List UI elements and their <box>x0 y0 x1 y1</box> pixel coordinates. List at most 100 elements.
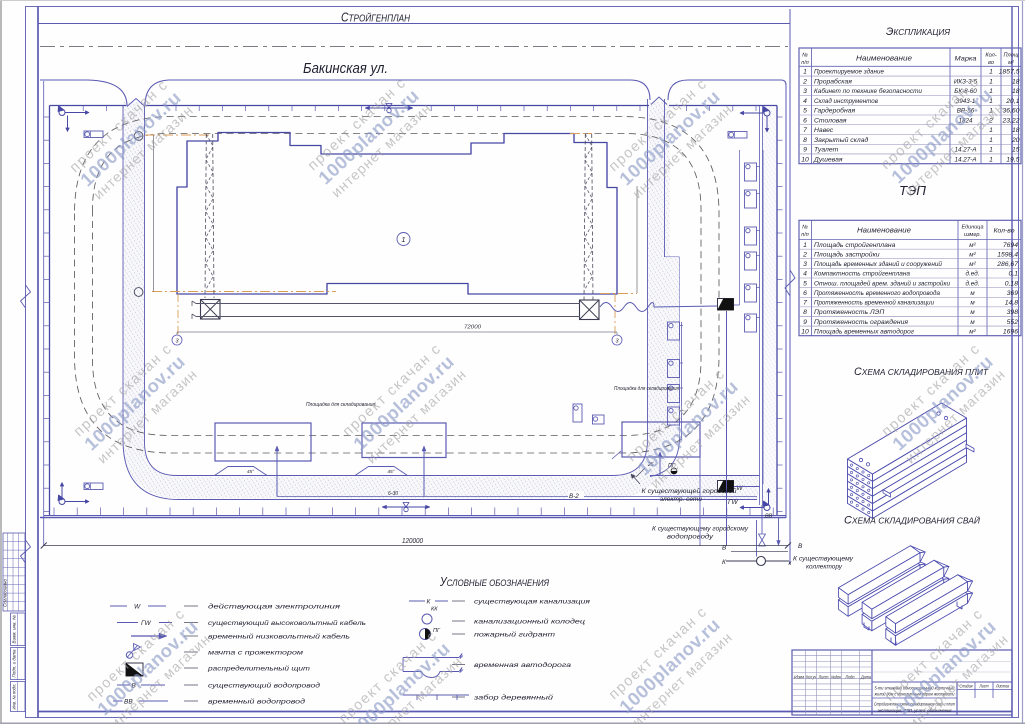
svg-text:коллектору: коллектору <box>806 564 843 571</box>
svg-text:временный водопровод: временный водопровод <box>208 698 305 706</box>
svg-text:8: 8 <box>803 309 807 316</box>
svg-text:6-30: 6-30 <box>388 491 398 497</box>
svg-text:м²: м² <box>969 242 976 249</box>
svg-text:ВР-56: ВР-56 <box>957 108 975 115</box>
svg-text:4: 4 <box>803 98 807 105</box>
svg-text:Площадь временных автодорог: Площадь временных автодорог <box>814 327 915 335</box>
svg-text:Стройгенплан, схема складирова: Стройгенплан, схема складирования свай и… <box>874 701 955 707</box>
svg-text:Взам. инв. №: Взам. инв. № <box>12 614 17 643</box>
svg-text:Протяженность временной канали: Протяженность временной канализации <box>814 299 934 307</box>
svg-text:№: № <box>802 53 808 59</box>
svg-text:398: 398 <box>1007 309 1019 316</box>
svg-text:23,22: 23,22 <box>1001 117 1019 124</box>
svg-text:Площадь временных зданий и соо: Площадь временных зданий и сооружений <box>814 260 942 268</box>
svg-text:2: 2 <box>988 117 993 124</box>
svg-text:м: м <box>970 290 975 297</box>
svg-text:36,60: 36,60 <box>1002 108 1019 115</box>
svg-text:ГW: ГW <box>141 620 152 627</box>
svg-text:Наименование: Наименование <box>856 56 912 63</box>
svg-text:Площадка для складирования: Площадка для складирования <box>614 386 679 392</box>
svg-text:пожарный гидрант: пожарный гидрант <box>474 631 556 639</box>
svg-text:ВВ: ВВ <box>765 514 773 520</box>
svg-text:СТРОЙГЕНПЛАН: СТРОЙГЕНПЛАН <box>341 11 411 25</box>
svg-text:м²: м² <box>1008 60 1015 66</box>
svg-text:Площадка для складирования: Площадка для складирования <box>306 402 375 408</box>
svg-text:Площадь стройгенплана: Площадь стройгенплана <box>814 241 896 249</box>
svg-text:К существующему: К существующему <box>793 556 854 563</box>
svg-text:1: 1 <box>989 78 993 85</box>
svg-text:7: 7 <box>803 127 807 134</box>
svg-text:1598,4: 1598,4 <box>997 251 1018 258</box>
svg-text:№док: №док <box>831 674 842 679</box>
svg-text:1696: 1696 <box>1003 328 1018 335</box>
svg-text:СХЕМА СКЛАДИРОВАНИЯ СВАЙ: СХЕМА СКЛАДИРОВАНИЯ СВАЙ <box>844 515 981 527</box>
svg-text:В: В <box>722 545 727 552</box>
svg-text:м: м <box>970 319 975 326</box>
svg-text:жилой дом с монолитным ядром ж: жилой дом с монолитным ядром жесткости <box>874 691 955 697</box>
svg-text:Единица: Единица <box>962 225 984 231</box>
svg-text:0,1: 0,1 <box>1009 271 1019 278</box>
svg-text:Стадия: Стадия <box>960 684 974 689</box>
svg-text:1857,5: 1857,5 <box>999 69 1020 76</box>
svg-text:В: В <box>132 683 137 690</box>
svg-text:водопроводу: водопроводу <box>667 534 714 541</box>
svg-text:ПГ: ПГ <box>433 628 441 634</box>
svg-text:Подп.: Подп. <box>846 674 856 679</box>
svg-text:Подп. и дата: Подп. и дата <box>12 649 17 678</box>
svg-text:временный низковольтный кабель: временный низковольтный кабель <box>208 633 351 641</box>
svg-text:д.ед.: д.ед. <box>966 270 980 278</box>
svg-text:5-ти этажный односекционный ки: 5-ти этажный односекционный кирпичный <box>875 685 955 691</box>
svg-text:120000: 120000 <box>402 536 424 545</box>
svg-text:Проектируемое здание: Проектируемое здание <box>814 68 884 76</box>
svg-text:0,18: 0,18 <box>1005 280 1018 287</box>
svg-text:3: 3 <box>803 261 807 268</box>
svg-text:К: К <box>427 599 432 606</box>
svg-text:552: 552 <box>1007 319 1019 326</box>
svg-text:Туалет: Туалет <box>814 147 839 154</box>
svg-text:14,8: 14,8 <box>1005 300 1018 307</box>
svg-text:УСЛОВНЫЕ ОБОЗНАЧЕНИЯ: УСЛОВНЫЕ ОБОЗНАЧЕНИЯ <box>439 575 549 589</box>
svg-text:КК: КК <box>431 607 438 613</box>
svg-text:Кол.уч: Кол.уч <box>806 674 817 679</box>
svg-text:Отнош. площадей врем. зданий и: Отнош. площадей врем. зданий и застройки <box>814 279 950 287</box>
svg-text:Компактность стройгенплана: Компактность стройгенплана <box>814 270 910 278</box>
svg-text:Кол-во: Кол-во <box>994 228 1016 235</box>
svg-text:Навес: Навес <box>814 127 834 134</box>
svg-text:Изм: Изм <box>794 674 804 679</box>
svg-text:18: 18 <box>1012 127 1020 134</box>
svg-text:мачта с прожектором: мачта с прожектором <box>208 650 304 657</box>
svg-text:W: W <box>737 485 744 492</box>
svg-text:Инв. № подл.: Инв. № подл. <box>12 684 17 710</box>
svg-text:W: W <box>134 604 141 611</box>
svg-text:18: 18 <box>1012 78 1020 85</box>
svg-text:СХЕМА СКЛАДИРОВАНИЯ ПЛИТ: СХЕМА СКЛАДИРОВАНИЯ ПЛИТ <box>854 366 989 378</box>
svg-text:измер.: измер. <box>964 232 981 238</box>
svg-text:1: 1 <box>989 127 993 134</box>
svg-text:14.27-А: 14.27-А <box>954 156 976 163</box>
svg-text:1824: 1824 <box>958 117 973 124</box>
svg-text:во: во <box>988 60 994 66</box>
svg-text:экспликация, ТЭП, услов. обозн: экспликация, ТЭП, услов. обозначения <box>878 708 952 713</box>
svg-text:10: 10 <box>801 156 809 163</box>
svg-text:1: 1 <box>989 156 993 163</box>
svg-text:ИКЗ-3-5: ИКЗ-3-5 <box>954 78 978 85</box>
svg-text:№: № <box>802 225 808 231</box>
svg-text:д.ед.: д.ед. <box>966 279 980 287</box>
svg-text:1: 1 <box>989 88 993 95</box>
svg-text:Площ: Площ <box>1004 53 1019 59</box>
svg-text:существующий высоковольтный ка: существующий высоковольтный кабель <box>208 619 367 627</box>
svg-text:ТЭП: ТЭП <box>899 183 927 198</box>
svg-text:К существующей городской: К существующей городской <box>642 488 738 495</box>
svg-text:20: 20 <box>1011 137 1020 144</box>
svg-text:3: 3 <box>175 339 179 345</box>
svg-text:Согласовано: Согласовано <box>3 579 8 607</box>
svg-text:существующий водопровод: существующий водопровод <box>208 682 320 690</box>
svg-text:забор деревянный: забор деревянный <box>473 694 554 702</box>
svg-text:Прорабская: Прорабская <box>814 77 852 85</box>
svg-text:Кабинет по технике безопасност: Кабинет по технике безопасности <box>814 87 922 95</box>
svg-text:Протяженность временного водоп: Протяженность временного водопровода <box>814 289 940 297</box>
svg-text:72000: 72000 <box>464 325 481 331</box>
svg-text:3: 3 <box>615 339 619 345</box>
svg-text:20,1: 20,1 <box>1005 98 1019 105</box>
svg-text:Склад инструментов: Склад инструментов <box>814 97 878 105</box>
